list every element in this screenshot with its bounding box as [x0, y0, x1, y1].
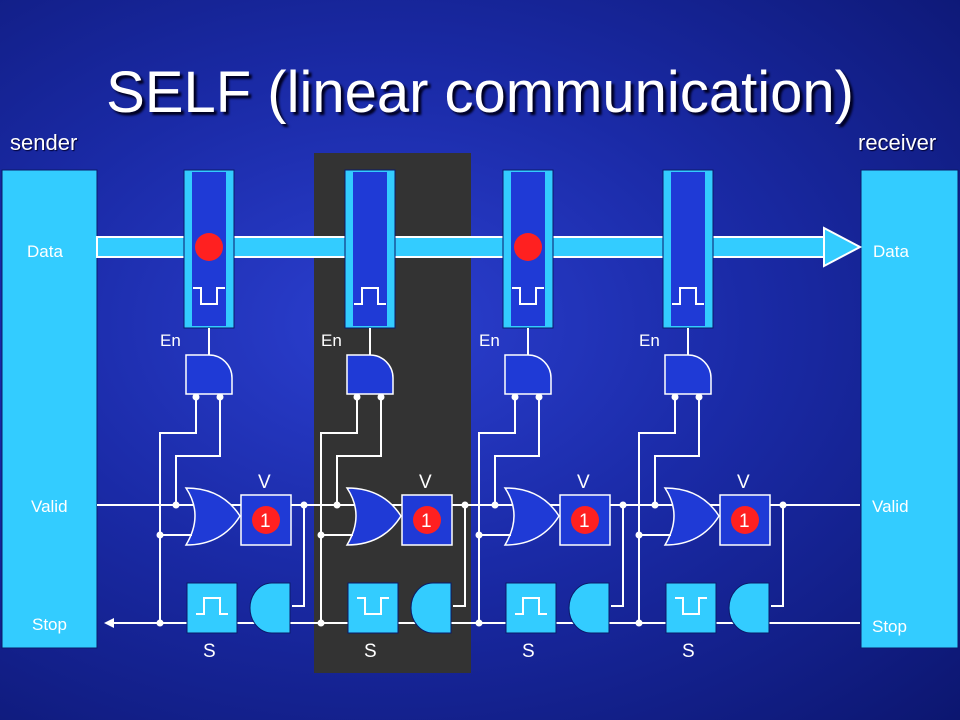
- pulse-high-icon: [672, 287, 704, 305]
- pipeline-stage-1: En 1 V S: [156, 169, 308, 662]
- enable-label: En: [479, 331, 500, 350]
- data-token: [195, 233, 223, 261]
- pulse-low-icon: [675, 597, 707, 615]
- and-gate-enable: [504, 354, 552, 395]
- stop-register: [186, 582, 238, 634]
- valid-bit-token: [571, 506, 599, 534]
- valid-to-stop-gate-wire: [292, 505, 305, 607]
- stop-register: [665, 582, 717, 634]
- valid-register: [559, 494, 611, 546]
- and-gate-enable: [664, 354, 712, 395]
- sender-stop-label: Stop: [32, 615, 67, 634]
- and-gate-stop: [249, 582, 291, 634]
- pipeline-stage-4: En 1 V S: [635, 169, 787, 662]
- valid-bit-value: 1: [260, 511, 271, 532]
- pulse-low-icon: [357, 597, 389, 615]
- stop-register-label: S: [364, 641, 377, 662]
- valid-register-label: V: [258, 472, 271, 493]
- and-input-wire-right: [336, 397, 382, 505]
- receiver-valid-label: Valid: [872, 497, 909, 516]
- stop-register: [505, 582, 557, 634]
- valid-bit-token: [252, 506, 280, 534]
- junction-dot: [172, 501, 180, 509]
- data-latch-inner: [353, 172, 387, 326]
- valid-bit-value: 1: [421, 511, 432, 532]
- junction-dot: [333, 501, 341, 509]
- junction-dot: [635, 619, 643, 627]
- receiver-block: [860, 169, 959, 649]
- stop-register-label: S: [682, 641, 695, 662]
- stop-line-arrowhead: [104, 618, 114, 628]
- and-input-wire-right: [175, 397, 221, 505]
- or-gate: [503, 487, 560, 546]
- junction-dot: [317, 619, 325, 627]
- stop-register-label: S: [522, 641, 535, 662]
- valid-to-stop-gate-wire: [453, 505, 466, 607]
- valid-to-stop-gate-wire: [611, 505, 624, 607]
- valid-bit-value: 1: [579, 511, 590, 532]
- sender-valid-label: Valid: [31, 497, 68, 516]
- receiver-label: receiver: [858, 130, 937, 155]
- slide-title: SELF (linear communication): [106, 60, 854, 125]
- and-gate-enable: [346, 354, 394, 395]
- valid-to-stop-gate-wire: [771, 505, 784, 607]
- junction-dot: [156, 619, 164, 627]
- pipeline-stage-2: En 1 V S: [317, 169, 469, 662]
- enable-label: En: [639, 331, 660, 350]
- pulse-low-icon: [512, 287, 544, 305]
- and-input-wire-left: [320, 397, 358, 623]
- valid-bit-value: 1: [739, 511, 750, 532]
- or-gate: [345, 487, 402, 546]
- and-input-wire-left: [478, 397, 516, 623]
- pulse-high-icon: [196, 597, 228, 615]
- data-bus: [96, 226, 863, 268]
- or-gate: [663, 487, 720, 546]
- junction-dot: [491, 501, 499, 509]
- enable-label: En: [160, 331, 181, 350]
- data-latch-inner: [671, 172, 705, 326]
- sender-block: [1, 169, 98, 649]
- sender-label: sender: [10, 130, 78, 155]
- stop-register: [347, 582, 399, 634]
- and-gate-enable: [185, 354, 233, 395]
- pulse-high-icon: [515, 597, 547, 615]
- enable-label: En: [321, 331, 342, 350]
- sender-data-label: Data: [27, 242, 63, 261]
- pipeline-stage-3: En 1 V S: [475, 169, 627, 662]
- data-token: [514, 233, 542, 261]
- receiver-data-label: Data: [873, 242, 909, 261]
- and-gate-stop: [568, 582, 610, 634]
- pulse-low-icon: [193, 287, 225, 305]
- valid-register-label: V: [577, 472, 590, 493]
- junction-dot: [475, 619, 483, 627]
- pulse-high-icon: [354, 287, 386, 305]
- stop-register-label: S: [203, 641, 216, 662]
- and-input-wire-right: [654, 397, 700, 505]
- valid-register-label: V: [419, 472, 432, 493]
- valid-register-label: V: [737, 472, 750, 493]
- and-input-wire-left: [638, 397, 676, 623]
- receiver-stop-label: Stop: [872, 617, 907, 636]
- valid-bit-token: [413, 506, 441, 534]
- and-gate-stop: [410, 582, 452, 634]
- or-gate: [184, 487, 241, 546]
- junction-dot: [651, 501, 659, 509]
- data-bus-arrowhead: [823, 226, 863, 268]
- valid-bit-token: [731, 506, 759, 534]
- and-input-wire-right: [494, 397, 540, 505]
- and-gate-stop: [728, 582, 770, 634]
- and-input-wire-left: [159, 397, 197, 623]
